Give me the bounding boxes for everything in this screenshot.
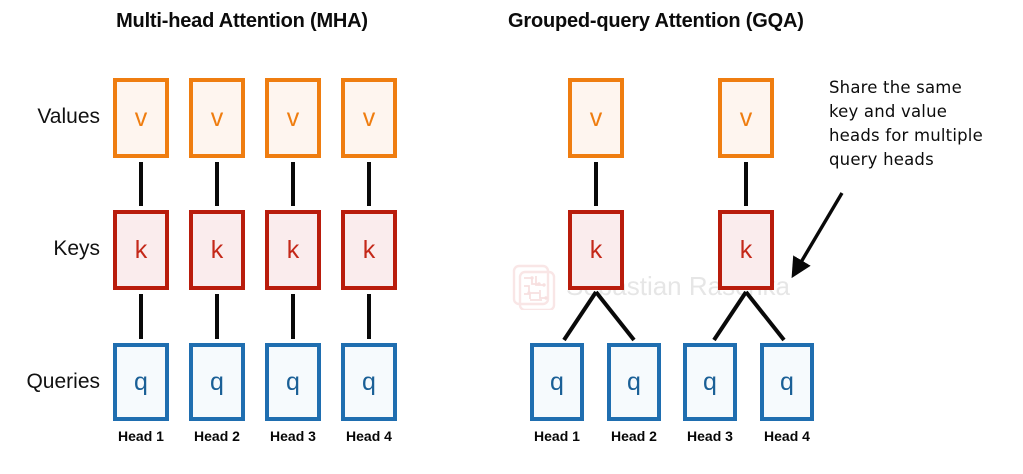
gqa-query-head-1[interactable]: q <box>530 343 584 421</box>
row-label-keys: Keys <box>53 237 100 260</box>
mha-connector-k-q-2 <box>215 294 219 339</box>
mha-query-head-2[interactable]: q <box>189 343 245 421</box>
mha-head-label-2: Head 2 <box>194 428 240 444</box>
mha-connector-v-k-2 <box>215 162 219 206</box>
annotation-arrow-icon <box>791 192 844 279</box>
panel-title-mha: Multi-head Attention (MHA) <box>116 10 368 32</box>
annotation-line-3: heads for multiple <box>829 126 983 145</box>
brand-logo-icon <box>512 264 556 310</box>
gqa-key-group-2[interactable]: k <box>718 210 774 290</box>
mha-query-head-3[interactable]: q <box>265 343 321 421</box>
mha-connector-v-k-4 <box>367 162 371 206</box>
annotation-line-2: key and value <box>829 102 948 121</box>
gqa-key-group-1[interactable]: k <box>568 210 624 290</box>
mha-key-head-2[interactable]: k <box>189 210 245 290</box>
panel-title-gqa: Grouped-query Attention (GQA) <box>508 10 804 32</box>
mha-value-head-1[interactable]: v <box>113 78 169 158</box>
mha-query-head-1[interactable]: q <box>113 343 169 421</box>
gqa-connector-v-k-2 <box>744 162 748 206</box>
gqa-query-head-3[interactable]: q <box>683 343 737 421</box>
mha-head-label-1: Head 1 <box>118 428 164 444</box>
mha-connector-k-q-1 <box>139 294 143 339</box>
row-label-values: Values <box>37 105 100 128</box>
gqa-query-head-2[interactable]: q <box>607 343 661 421</box>
mha-value-head-2[interactable]: v <box>189 78 245 158</box>
mha-value-head-3[interactable]: v <box>265 78 321 158</box>
gqa-head-label-2: Head 2 <box>611 428 657 444</box>
gqa-query-head-4[interactable]: q <box>760 343 814 421</box>
gqa-head-label-4: Head 4 <box>764 428 810 444</box>
gqa-branch-group-2 <box>712 290 786 342</box>
annotation-line-1: Share the same <box>829 78 962 97</box>
mha-value-head-4[interactable]: v <box>341 78 397 158</box>
mha-connector-v-k-3 <box>291 162 295 206</box>
mha-query-head-4[interactable]: q <box>341 343 397 421</box>
gqa-connector-v-k-1 <box>594 162 598 206</box>
mha-connector-v-k-1 <box>139 162 143 206</box>
mha-head-label-3: Head 3 <box>270 428 316 444</box>
gqa-head-label-1: Head 1 <box>534 428 580 444</box>
gqa-value-group-1[interactable]: v <box>568 78 624 158</box>
mha-connector-k-q-4 <box>367 294 371 339</box>
mha-connector-k-q-3 <box>291 294 295 339</box>
row-label-queries: Queries <box>26 370 100 393</box>
mha-key-head-4[interactable]: k <box>341 210 397 290</box>
mha-head-label-4: Head 4 <box>346 428 392 444</box>
mha-key-head-3[interactable]: k <box>265 210 321 290</box>
mha-key-head-1[interactable]: k <box>113 210 169 290</box>
annotation-line-4: query heads <box>829 150 934 169</box>
gqa-value-group-2[interactable]: v <box>718 78 774 158</box>
annotation-callout: Share the same key and value heads for m… <box>829 76 1014 172</box>
gqa-head-label-3: Head 3 <box>687 428 733 444</box>
gqa-branch-group-1 <box>562 290 636 342</box>
